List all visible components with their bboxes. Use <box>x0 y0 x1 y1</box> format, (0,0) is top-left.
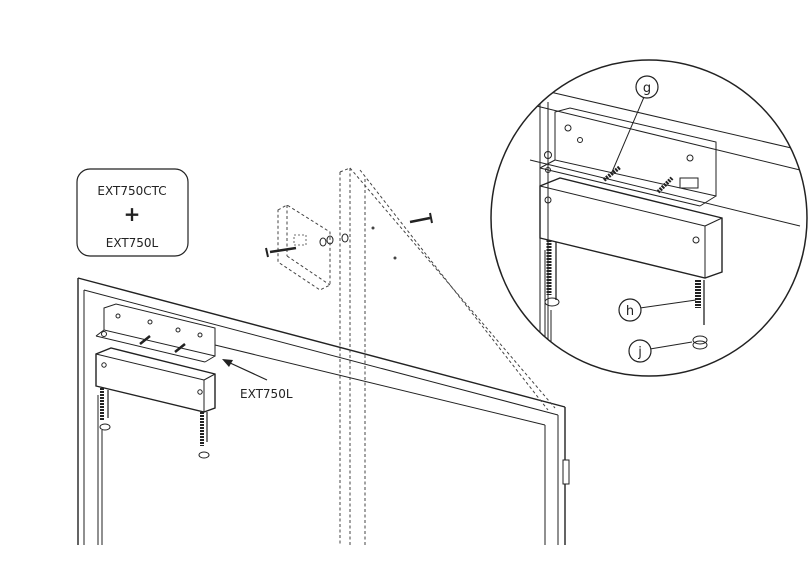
kit-box-frame <box>76 168 189 257</box>
lock-assembly <box>95 303 216 545</box>
hinge <box>562 459 570 485</box>
callout-g-letter: g <box>643 81 651 96</box>
callout-j-letter: j <box>637 345 642 360</box>
ext750l-pointer: EXT750L <box>222 359 293 401</box>
callout-h: h <box>618 298 697 322</box>
callout-j: j <box>628 339 693 363</box>
door-frame <box>77 277 570 545</box>
callout-h-letter: h <box>626 304 634 319</box>
door-leaf <box>339 167 556 545</box>
kit-line-1: EXT750CTC <box>97 184 166 198</box>
armature-bracket <box>265 204 433 291</box>
detail-view: g h j <box>490 59 808 377</box>
screw-left <box>265 246 297 258</box>
pointer-label: EXT750L <box>240 387 293 401</box>
washer <box>319 237 327 247</box>
washer <box>326 235 334 245</box>
kit-line-2: EXT750L <box>106 236 159 250</box>
kit-plus: + <box>124 202 141 226</box>
detail-circle <box>490 59 808 377</box>
screw-right <box>409 212 433 224</box>
kit-box: EXT750CTC + EXT750L <box>76 168 189 257</box>
magnet-body <box>95 347 216 413</box>
washer <box>341 233 349 243</box>
callout-g: g <box>611 75 659 173</box>
